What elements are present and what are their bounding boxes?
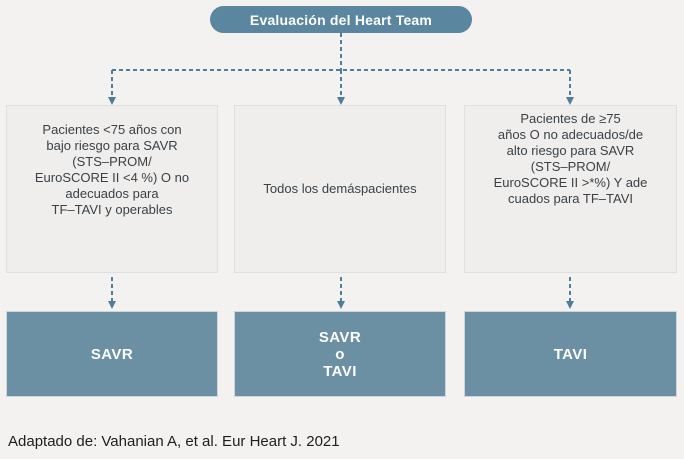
root-node-label: Evaluación del Heart Team xyxy=(249,11,433,28)
criteria-box-high-risk: Pacientes de ≥75 años O no adecuados/de … xyxy=(464,105,677,273)
outcome-box-savr-or-tavi: SAVR o TAVI xyxy=(234,311,446,397)
root-node-heart-team: Evaluación del Heart Team xyxy=(210,6,472,33)
arrowhead-outcome-middle xyxy=(337,301,345,309)
arrowhead-left xyxy=(108,97,116,105)
source-citation: Adaptado de: Vahanian A, et al. Eur Hear… xyxy=(8,433,340,450)
outcome-box-tavi: TAVI xyxy=(464,311,677,397)
criteria-box-low-risk: Pacientes <75 años con bajo riesgo para … xyxy=(6,105,218,273)
arrowhead-right xyxy=(566,97,574,105)
arrowhead-outcome-right xyxy=(566,301,574,309)
criteria-box-all-others: Todos los demáspacientes xyxy=(234,105,446,273)
arrowhead-middle xyxy=(337,97,345,105)
arrowhead-outcome-left xyxy=(108,301,116,309)
outcome-box-savr: SAVR xyxy=(6,311,218,397)
